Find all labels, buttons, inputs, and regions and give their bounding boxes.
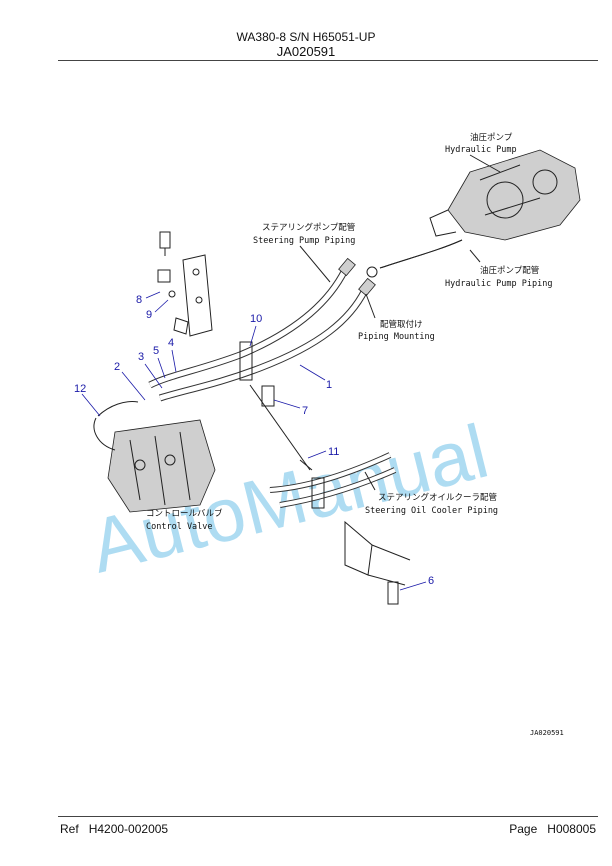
footer-ref: Ref H4200-002005 (60, 822, 168, 836)
oil-cooler-piping-label-jp: ステアリングオイルクーラ配管 (378, 492, 497, 503)
callout-8: 8 (136, 294, 142, 306)
illustration-code: JA020591 (276, 44, 336, 59)
hydraulic-pump-drawing (429, 149, 581, 241)
callout-2: 2 (114, 361, 120, 373)
callout-10: 10 (250, 313, 262, 325)
header-divider (58, 60, 598, 61)
control-valve-label-en: Control Valve (146, 522, 213, 532)
steering-pump-hoses (148, 257, 376, 402)
page-value: H008005 (547, 822, 596, 836)
ref-label: Ref (60, 822, 79, 836)
callout-1: 1 (326, 379, 332, 391)
callout-11: 11 (328, 446, 339, 458)
piping-mounting-label-jp: 配管取付け (380, 319, 423, 330)
steering-pump-piping-label-en: Steering Pump Piping (253, 236, 355, 246)
oil-cooler-piping-label-en: Steering Oil Cooler Piping (365, 506, 498, 516)
figure-code-label: JA020591 (530, 729, 564, 737)
callout-4: 4 (168, 337, 174, 349)
hydraulic-pump-label-en: Hydraulic Pump (445, 145, 517, 155)
piping-mounting-label-en: Piping Mounting (358, 332, 435, 342)
model-title: WA380-8 S/N H65051-UP (236, 30, 376, 44)
callout-6: 6 (428, 575, 434, 587)
callouts: 1 2 3 4 5 6 7 8 9 10 11 12 (74, 291, 434, 591)
callout-7: 7 (302, 405, 308, 417)
footer-page: Page H008005 (509, 822, 596, 836)
mounting-bracket (157, 231, 213, 337)
steering-pump-piping-label-jp: ステアリングポンプ配管 (262, 222, 355, 233)
ref-value: H4200-002005 (88, 822, 169, 836)
hydraulic-pump-label-jp: 油圧ポンプ (470, 132, 513, 143)
page-label: Page (509, 822, 538, 836)
hydraulic-pump-piping-label-en: Hydraulic Pump Piping (445, 279, 552, 289)
callout-3: 3 (138, 351, 144, 363)
callout-5: 5 (153, 345, 159, 357)
callout-9: 9 (146, 309, 152, 321)
piping-clamps (239, 341, 313, 471)
oil-cooler-piping (269, 452, 411, 605)
control-valve-label-jp: コントロールバルブ (146, 508, 223, 519)
control-valve-drawing (93, 401, 216, 513)
callout-12: 12 (74, 383, 86, 395)
footer-divider (58, 816, 598, 817)
hydraulic-pump-piping-label-jp: 油圧ポンプ配管 (480, 265, 539, 276)
